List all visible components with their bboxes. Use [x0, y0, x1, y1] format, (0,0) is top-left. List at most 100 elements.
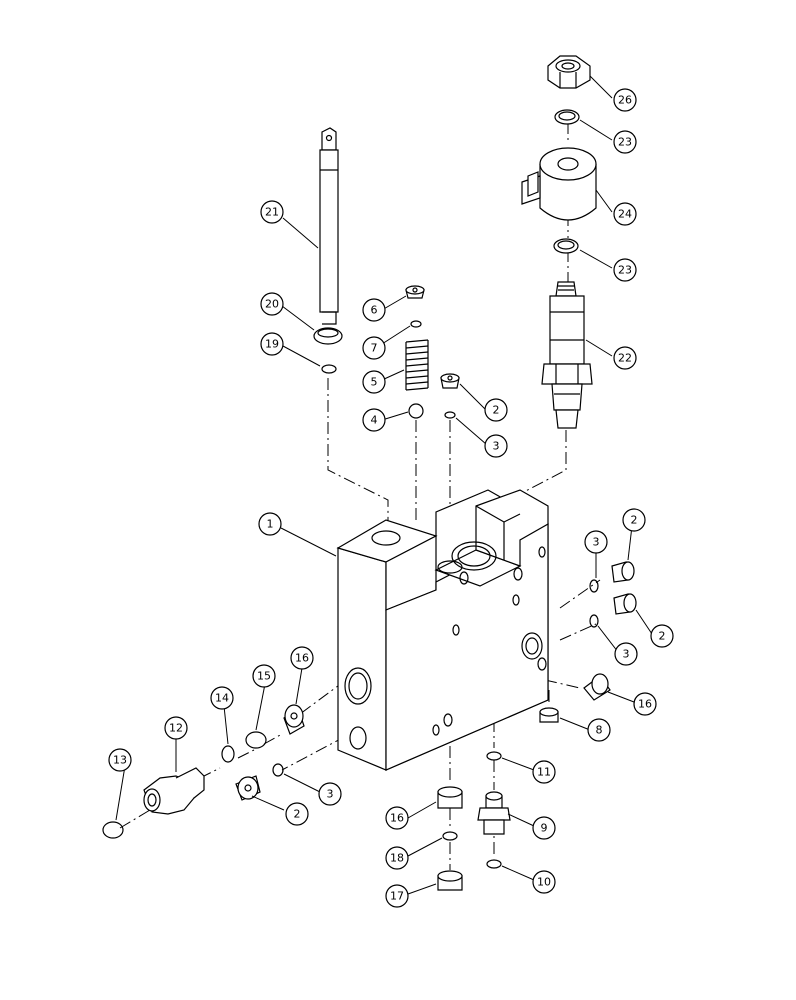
leader-lines — [115, 75, 653, 895]
callout-18: 18 — [385, 846, 409, 870]
svg-text:20: 20 — [265, 298, 279, 311]
callout-13: 13 — [108, 748, 132, 772]
callout-11: 11 — [532, 760, 556, 784]
svg-text:3: 3 — [623, 648, 630, 661]
oring-part-13 — [102, 821, 124, 839]
svg-text:23: 23 — [618, 136, 632, 149]
plug-part-2-top — [440, 373, 460, 389]
washer-part-23-top — [554, 109, 580, 125]
callout-17: 17 — [385, 884, 409, 908]
oring-part-7 — [410, 320, 422, 328]
callouts: 1 2 2 2 2 3 3 3 3 4 5 6 7 8 9 10 11 12 1… — [108, 88, 674, 908]
callout-3: 3 — [318, 782, 342, 806]
oring-part-3-right-upper — [589, 579, 599, 593]
svg-text:11: 11 — [537, 766, 551, 779]
oring-part-10 — [486, 859, 502, 869]
callout-5: 5 — [362, 370, 386, 394]
nut-part-26 — [547, 55, 591, 89]
washer-part-20 — [313, 327, 343, 345]
callout-2: 2 — [622, 508, 646, 532]
plug-part-17 — [437, 870, 463, 891]
callout-16: 16 — [633, 692, 657, 716]
svg-text:6: 6 — [371, 304, 378, 317]
svg-text:4: 4 — [371, 414, 378, 427]
callout-21: 21 — [260, 200, 284, 224]
svg-text:16: 16 — [638, 698, 652, 711]
plug-part-16-right — [583, 673, 611, 701]
callout-2: 2 — [285, 802, 309, 826]
plug-part-8 — [539, 707, 559, 723]
washer-part-23-bottom — [553, 238, 579, 254]
callout-4: 4 — [362, 408, 386, 432]
callout-22: 22 — [613, 346, 637, 370]
svg-text:2: 2 — [493, 404, 500, 417]
coil-part-24 — [521, 147, 597, 221]
callout-6: 6 — [362, 298, 386, 322]
plug-part-2-right-upper — [611, 561, 635, 583]
svg-text:16: 16 — [390, 812, 404, 825]
svg-text:24: 24 — [618, 208, 632, 221]
svg-text:12: 12 — [169, 722, 183, 735]
callout-2: 2 — [650, 624, 674, 648]
callout-23: 23 — [613, 130, 637, 154]
callout-23: 23 — [613, 258, 637, 282]
callout-16: 16 — [385, 806, 409, 830]
oring-part-3-right-lower — [589, 614, 599, 628]
callout-3: 3 — [484, 434, 508, 458]
plug-part-6 — [405, 285, 425, 299]
svg-text:5: 5 — [371, 376, 378, 389]
callout-9: 9 — [532, 816, 556, 840]
svg-text:16: 16 — [295, 652, 309, 665]
oring-part-14 — [221, 745, 235, 763]
svg-text:18: 18 — [390, 852, 404, 865]
cartridge-valve-part-22 — [541, 281, 593, 429]
spring-part-5 — [405, 339, 429, 391]
svg-text:2: 2 — [659, 630, 666, 643]
callout-26: 26 — [613, 88, 637, 112]
fitting-part-12 — [143, 767, 205, 815]
fitting-part-9 — [477, 791, 511, 835]
callout-7: 7 — [362, 336, 386, 360]
callout-14: 14 — [210, 686, 234, 710]
svg-text:8: 8 — [596, 724, 603, 737]
svg-text:26: 26 — [618, 94, 632, 107]
callout-3: 3 — [614, 642, 638, 666]
svg-text:3: 3 — [327, 788, 334, 801]
oring-part-18 — [442, 831, 458, 841]
oring-part-3-left — [272, 763, 284, 777]
plug-part-16-bottom — [437, 786, 463, 809]
callout-3: 3 — [584, 530, 608, 554]
callout-8: 8 — [587, 718, 611, 742]
svg-text:22: 22 — [618, 352, 632, 365]
oring-part-11 — [486, 751, 502, 761]
svg-text:9: 9 — [541, 822, 548, 835]
svg-text:17: 17 — [390, 890, 404, 903]
callout-16: 16 — [290, 646, 314, 670]
manifold-block — [336, 489, 549, 771]
ball-part-4 — [408, 403, 424, 419]
svg-text:1: 1 — [267, 518, 274, 531]
callout-1: 1 — [258, 512, 282, 536]
callout-20: 20 — [260, 292, 284, 316]
shaft-part-21 — [319, 127, 339, 325]
svg-text:3: 3 — [593, 536, 600, 549]
svg-text:23: 23 — [618, 264, 632, 277]
svg-text:21: 21 — [265, 206, 279, 219]
svg-text:10: 10 — [537, 876, 551, 889]
plug-part-16-left — [283, 704, 305, 735]
washer-part-15 — [245, 731, 267, 749]
callout-2: 2 — [484, 398, 508, 422]
callout-19: 19 — [260, 332, 284, 356]
svg-text:14: 14 — [215, 692, 229, 705]
svg-text:13: 13 — [113, 754, 127, 767]
svg-text:2: 2 — [294, 808, 301, 821]
oring-part-3-top — [444, 411, 456, 419]
svg-text:3: 3 — [493, 440, 500, 453]
svg-text:15: 15 — [257, 670, 271, 683]
plug-part-2-left — [235, 775, 261, 801]
svg-text:7: 7 — [371, 342, 378, 355]
callout-10: 10 — [532, 870, 556, 894]
plug-part-2-right-lower — [613, 593, 637, 615]
svg-text:19: 19 — [265, 338, 279, 351]
